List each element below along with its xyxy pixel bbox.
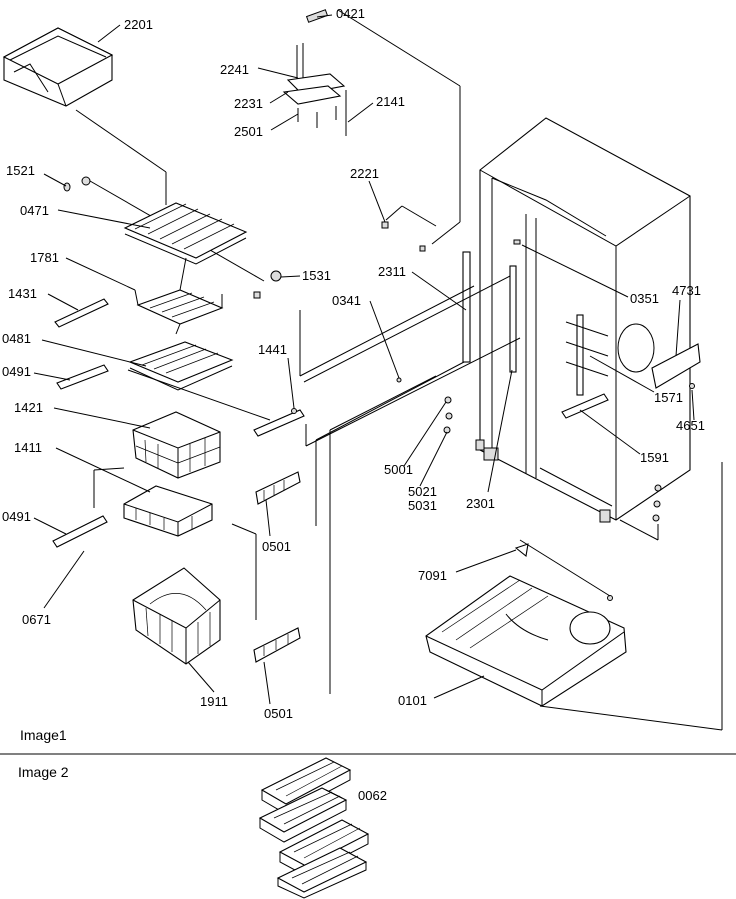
label-2231: 2231 bbox=[234, 96, 263, 111]
part-0501-rail-lower bbox=[253, 627, 301, 663]
label-2301: 2301 bbox=[466, 496, 495, 511]
part-2311-rail bbox=[462, 251, 471, 363]
part-1591-shelf-rail bbox=[561, 393, 609, 419]
part-1421-basket bbox=[132, 411, 221, 479]
label-2501: 2501 bbox=[234, 124, 263, 139]
label-5021: 5021 bbox=[408, 484, 437, 499]
label-0351: 0351 bbox=[630, 291, 659, 306]
label-5001: 5001 bbox=[384, 462, 413, 477]
cabinet bbox=[475, 117, 691, 523]
label-2311: 2311 bbox=[378, 264, 406, 279]
part-0491-rail-upper bbox=[56, 364, 109, 390]
label-2141: 2141 bbox=[376, 94, 405, 109]
label-2241: 2241 bbox=[220, 62, 249, 77]
part-1531-cap bbox=[253, 270, 282, 299]
caption-image2: Image 2 bbox=[18, 764, 69, 780]
label-0471: 0471 bbox=[20, 203, 49, 218]
label-5031: 5031 bbox=[408, 498, 437, 513]
label-0341: 0341 bbox=[332, 293, 361, 308]
label-2201: 2201 bbox=[124, 17, 153, 32]
caption-image1: Image1 bbox=[20, 727, 67, 743]
part-2241-bracket bbox=[282, 43, 347, 136]
part-2301-rail bbox=[509, 265, 517, 373]
leader-lines bbox=[33, 9, 723, 799]
callout-labels: 2201 0421 2241 2231 2501 2141 2221 1521 … bbox=[2, 6, 705, 803]
label-2221: 2221 bbox=[350, 166, 379, 181]
part-0471-shelf bbox=[63, 176, 265, 282]
label-1411: 1411 bbox=[14, 440, 42, 455]
part-1431-rail bbox=[54, 298, 109, 328]
label-0062: 0062 bbox=[358, 788, 387, 803]
label-0101: 0101 bbox=[398, 693, 427, 708]
part-0421-pin bbox=[305, 9, 329, 23]
label-0491-lower: 0491 bbox=[2, 509, 31, 524]
part-4731-panel bbox=[617, 323, 701, 389]
part-2221-clip bbox=[381, 221, 521, 383]
part-1911-basket bbox=[132, 567, 221, 665]
label-0501-lower: 0501 bbox=[264, 706, 293, 721]
label-1571: 1571 bbox=[654, 390, 683, 405]
label-7091: 7091 bbox=[418, 568, 447, 583]
label-1781: 1781 bbox=[30, 250, 59, 265]
part-1411-drawer bbox=[123, 485, 213, 537]
label-0481: 0481 bbox=[2, 331, 31, 346]
label-1441: 1441 bbox=[258, 342, 287, 357]
label-1521: 1521 bbox=[6, 163, 35, 178]
part-0062-ice-trays bbox=[258, 757, 370, 899]
label-0421: 0421 bbox=[336, 6, 365, 21]
part-0501-rail-upper bbox=[255, 471, 301, 505]
part-1441-rail bbox=[253, 408, 305, 437]
label-4651: 4651 bbox=[676, 418, 705, 433]
label-0501-upper: 0501 bbox=[262, 539, 291, 554]
label-0491-upper: 0491 bbox=[2, 364, 31, 379]
label-1531: 1531 bbox=[302, 268, 331, 283]
part-0491-rail-lower bbox=[52, 515, 108, 548]
label-1431: 1431 bbox=[8, 286, 37, 301]
part-2201-pan bbox=[2, 27, 114, 107]
label-4731: 4731 bbox=[672, 283, 701, 298]
part-0101-machine-compartment bbox=[425, 543, 627, 707]
label-1591: 1591 bbox=[640, 450, 669, 465]
part-5001-hardware bbox=[443, 396, 662, 522]
label-1421: 1421 bbox=[14, 400, 43, 415]
label-0671: 0671 bbox=[22, 612, 51, 627]
part-1571-rail bbox=[565, 314, 609, 396]
part-1781-frame bbox=[134, 289, 224, 335]
label-1911: 1911 bbox=[200, 694, 228, 709]
part-0481-shelf bbox=[127, 341, 271, 421]
